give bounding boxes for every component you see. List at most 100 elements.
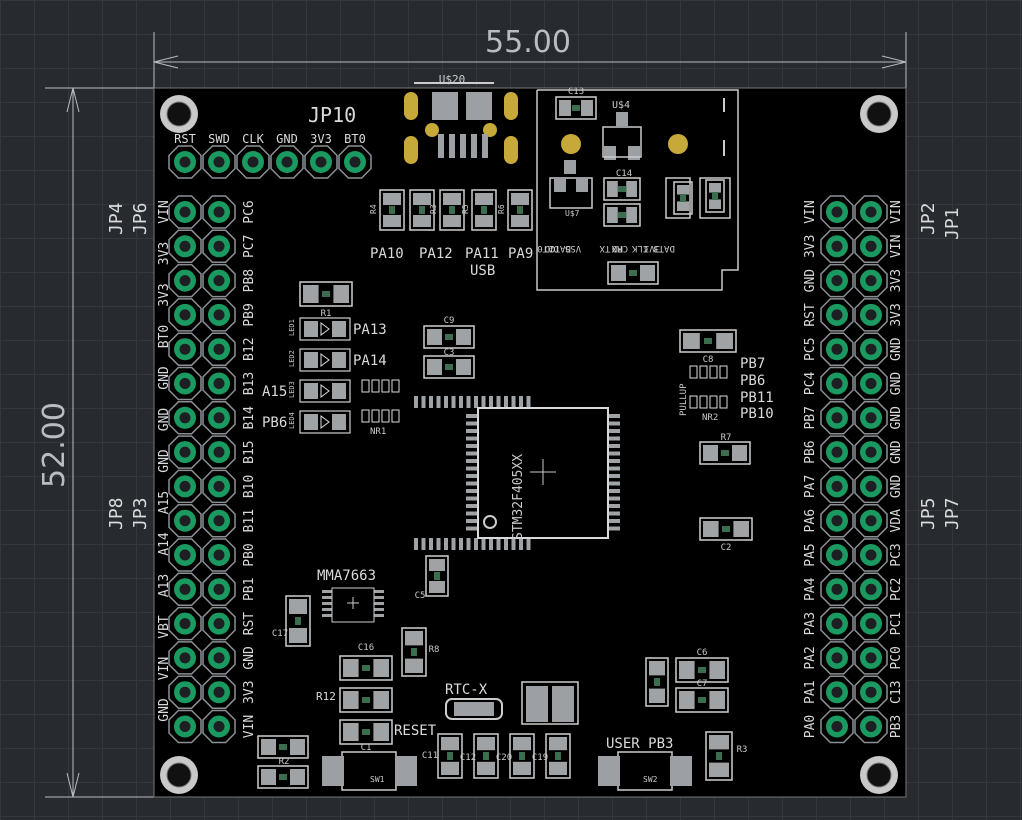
header-pad-left-inner-4[interactable]: [202, 332, 236, 366]
header-pad-left-inner-12[interactable]: [202, 606, 236, 641]
header-pad-right-inner-1[interactable]: [820, 229, 854, 264]
left-inner-label-2: PB8: [242, 269, 257, 292]
header-pad-right-inner-6[interactable]: [820, 401, 854, 435]
header-pad-right-outer-2[interactable]: [854, 263, 888, 298]
header-pad-right-inner-12[interactable]: [820, 606, 854, 641]
right-outer-label-9: VDA: [889, 509, 904, 533]
sd-card-module[interactable]: U$4 U$7: [536, 89, 739, 291]
header-pad-right-inner-13[interactable]: [820, 641, 854, 675]
header-pad-right-inner-2[interactable]: [820, 263, 854, 298]
header-pad-right-inner-3[interactable]: [820, 298, 854, 332]
accelerometer[interactable]: MMA7663: [317, 568, 384, 623]
header-pad-left-outer-13[interactable]: [168, 641, 202, 675]
header-pad-top-2[interactable]: [236, 145, 270, 179]
header-pad-right-inner-4[interactable]: [820, 332, 854, 366]
header-pad-left-inner-11[interactable]: [202, 572, 236, 607]
header-pad-right-outer-9[interactable]: [854, 503, 888, 538]
header-pad-left-outer-6[interactable]: [168, 401, 202, 435]
left-outer-label-5: GND: [157, 408, 172, 432]
header-pad-right-outer-3[interactable]: [854, 298, 888, 332]
header-pad-top-4[interactable]: [304, 145, 338, 179]
header-pad-right-inner-9[interactable]: [820, 503, 854, 538]
component-C2: C2: [699, 517, 753, 553]
header-pad-left-inner-5[interactable]: [202, 366, 236, 401]
header-pad-left-inner-2[interactable]: [202, 263, 236, 298]
component-label: R1: [321, 309, 332, 319]
header-pad-right-outer-14[interactable]: [854, 675, 888, 709]
svg-text:LED2: LED2: [288, 350, 296, 367]
header-pad-right-inner-8[interactable]: [820, 469, 854, 504]
header-pad-right-inner-15[interactable]: [820, 709, 854, 744]
header-pad-left-outer-11[interactable]: [168, 572, 202, 607]
header-pad-right-outer-11[interactable]: [854, 572, 888, 607]
right-inner-label-6: PB7: [803, 406, 818, 429]
header-pad-right-inner-5[interactable]: [820, 366, 854, 401]
header-pad-left-inner-3[interactable]: [202, 298, 236, 332]
component-R1: R1: [299, 281, 353, 319]
header-pad-left-outer-12[interactable]: [168, 606, 202, 641]
header-pad-left-outer-2[interactable]: [168, 263, 202, 298]
top-pin-label-3: GND: [276, 132, 298, 146]
header-pad-left-outer-14[interactable]: [168, 675, 202, 709]
header-pad-right-outer-15[interactable]: [854, 709, 888, 744]
u7-ref: U$7: [565, 209, 580, 218]
header-pad-right-inner-14[interactable]: [820, 675, 854, 709]
header-pad-right-outer-1[interactable]: [854, 229, 888, 264]
right-outer-label-0: VIN: [889, 200, 904, 223]
header-pad-right-outer-10[interactable]: [854, 538, 888, 572]
header-pad-left-inner-14[interactable]: [202, 675, 236, 709]
header-pad-left-outer-8[interactable]: [168, 469, 202, 504]
header-pad-top-3[interactable]: [270, 145, 304, 179]
header-pad-right-outer-12[interactable]: [854, 606, 888, 641]
usb-pin-pa11: PA11: [465, 246, 499, 262]
header-pad-top-5[interactable]: [338, 145, 372, 179]
header-pad-left-inner-6[interactable]: [202, 401, 236, 435]
header-pad-right-outer-4[interactable]: [854, 332, 888, 366]
header-pad-right-outer-0[interactable]: [854, 195, 888, 229]
right-outer-label-3: 3V3: [889, 303, 904, 326]
header-pad-right-inner-10[interactable]: [820, 538, 854, 572]
header-pad-top-0[interactable]: [168, 145, 202, 179]
usb-connector[interactable]: U$20: [404, 73, 518, 164]
header-pad-right-outer-5[interactable]: [854, 366, 888, 401]
header-pad-left-outer-10[interactable]: [168, 538, 202, 572]
component-label: R8: [429, 645, 440, 655]
header-pad-left-inner-9[interactable]: [202, 503, 236, 538]
header-pad-right-outer-6[interactable]: [854, 401, 888, 435]
rtc-crystal[interactable]: RTC-X: [445, 681, 579, 725]
left-outer-label-11: VIN: [157, 657, 172, 680]
header-pad-right-inner-0[interactable]: [820, 195, 854, 229]
header-pad-right-outer-8[interactable]: [854, 469, 888, 504]
user-button[interactable]: SW2 USER PB3: [598, 736, 692, 791]
header-pad-right-outer-7[interactable]: [854, 435, 888, 469]
header-pad-top-1[interactable]: [202, 145, 236, 179]
reset-button[interactable]: SW1 RESET: [322, 723, 437, 791]
header-pad-left-inner-1[interactable]: [202, 229, 236, 264]
header-pad-left-inner-13[interactable]: [202, 641, 236, 675]
header-pad-left-outer-3[interactable]: [168, 298, 202, 332]
right-inner-label-5: PC4: [803, 372, 818, 396]
header-pad-left-outer-4[interactable]: [168, 332, 202, 366]
header-pad-left-inner-7[interactable]: [202, 435, 236, 469]
svg-text:R5: R5: [461, 204, 470, 214]
header-pad-left-outer-1[interactable]: [168, 229, 202, 264]
header-pad-left-outer-0[interactable]: [168, 195, 202, 229]
mcu-stm32[interactable]: STM32F405XX: [414, 396, 620, 550]
header-pad-left-outer-9[interactable]: [168, 503, 202, 538]
header-pad-left-outer-5[interactable]: [168, 366, 202, 401]
header-pad-left-inner-8[interactable]: [202, 469, 236, 504]
header-pad-left-outer-7[interactable]: [168, 435, 202, 469]
right-inner-label-4: PC5: [803, 337, 818, 360]
header-pad-left-outer-15[interactable]: [168, 709, 202, 744]
header-pad-right-inner-11[interactable]: [820, 572, 854, 607]
header-pad-left-inner-15[interactable]: [202, 709, 236, 744]
component-R3: R3: [705, 731, 747, 781]
header-pad-left-inner-10[interactable]: [202, 538, 236, 572]
header-pad-left-inner-0[interactable]: [202, 195, 236, 229]
right-outer-label-2: 3V3: [889, 269, 904, 292]
header-pad-right-inner-7[interactable]: [820, 435, 854, 469]
header-pad-right-outer-13[interactable]: [854, 641, 888, 675]
